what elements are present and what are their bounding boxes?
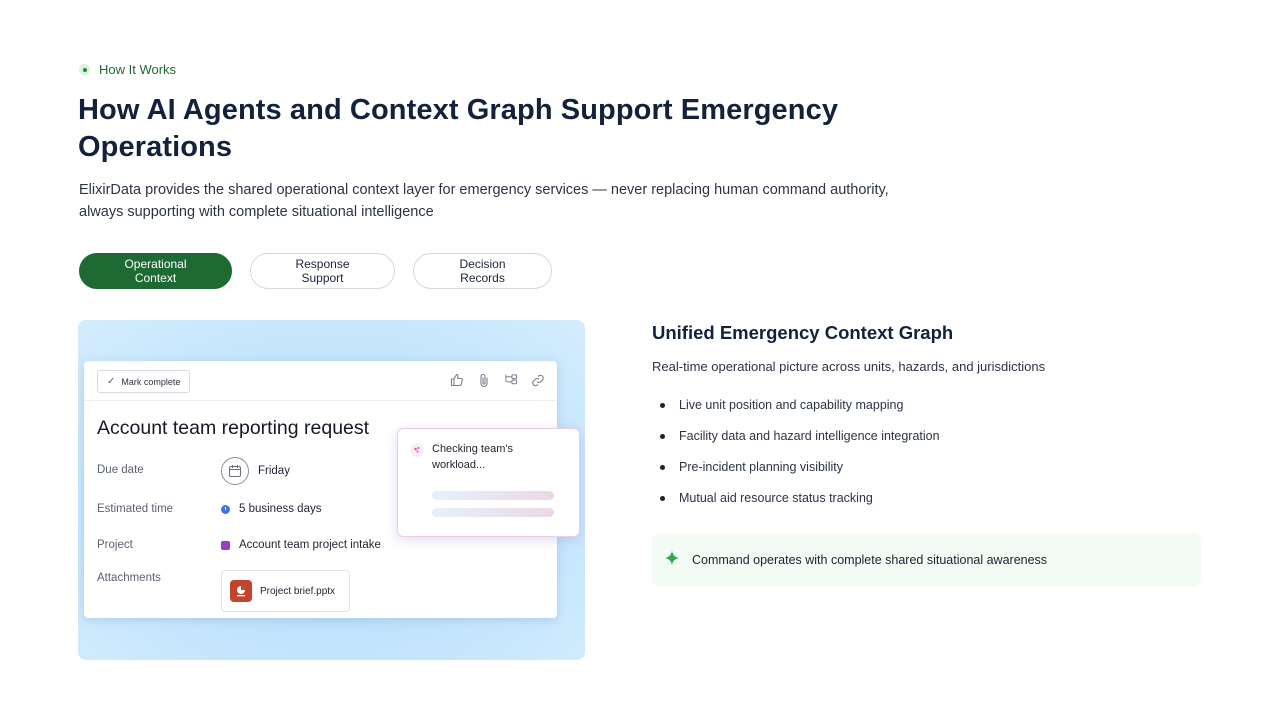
thumbs-up-icon[interactable] <box>450 372 464 388</box>
attachment-file[interactable]: Project brief.pptx <box>221 570 350 612</box>
illustration-panel: ✓ Mark complete Account team reporting r… <box>78 320 585 660</box>
estimated-time-label: Estimated time <box>97 503 174 515</box>
task-title: Account team reporting request <box>97 417 370 439</box>
tab-response-support[interactable]: Response Support <box>250 253 395 289</box>
project-label: Project <box>97 539 133 551</box>
estimated-time-value[interactable]: 5 business days <box>221 503 321 515</box>
estimated-time-text: 5 business days <box>239 503 322 515</box>
bullet-icon <box>660 465 665 470</box>
project-value[interactable]: Account team project intake <box>221 539 381 551</box>
list-item: Live unit position and capability mappin… <box>660 398 940 429</box>
list-item: Mutual aid resource status tracking <box>660 491 940 522</box>
attachment-filename: Project brief.pptx <box>260 585 336 597</box>
bullet-text: Pre-incident planning visibility <box>679 460 843 474</box>
calendar-icon <box>221 457 249 485</box>
link-icon[interactable] <box>531 372 545 388</box>
section-eyebrow: How It Works <box>79 62 176 77</box>
due-date-text: Friday <box>258 465 290 477</box>
detail-title: Unified Emergency Context Graph <box>652 322 954 343</box>
sparkle-icon <box>664 550 680 571</box>
bullet-icon <box>660 403 665 408</box>
bullet-icon <box>660 496 665 501</box>
mark-complete-label: Mark complete <box>121 376 181 387</box>
subtask-icon[interactable] <box>504 372 518 388</box>
toolbar-icons <box>450 372 545 388</box>
outcome-callout: Command operates with complete shared si… <box>652 533 1201 587</box>
loading-skeleton-bar <box>432 491 554 500</box>
bullet-text: Mutual aid resource status tracking <box>679 491 873 505</box>
eyebrow-label: How It Works <box>99 62 177 77</box>
list-item: Facility data and hazard intelligence in… <box>660 429 940 460</box>
ai-workload-popup: Checking team's workload... <box>397 428 580 537</box>
bullet-text: Live unit position and capability mappin… <box>679 398 904 412</box>
detail-subtitle: Real-time operational picture across uni… <box>652 359 1046 374</box>
bullet-text: Facility data and hazard intelligence in… <box>679 429 940 443</box>
paperclip-icon[interactable] <box>477 372 491 388</box>
loading-skeleton-bar <box>432 508 554 517</box>
detail-bullet-list: Live unit position and capability mappin… <box>660 398 940 522</box>
callout-text: Command operates with complete shared si… <box>692 553 1048 567</box>
task-card-toolbar: ✓ Mark complete <box>84 361 557 401</box>
attachments-label: Attachments <box>97 572 161 584</box>
popup-status-text: Checking team's workload... <box>432 443 513 471</box>
ai-sparkle-icon <box>410 443 424 457</box>
powerpoint-icon <box>230 580 252 602</box>
tab-bar: Operational Context Response Support Dec… <box>79 253 552 289</box>
tab-decision-records[interactable]: Decision Records <box>413 253 552 289</box>
tab-operational-context[interactable]: Operational Context <box>79 253 232 289</box>
eyebrow-dot-icon <box>79 64 90 75</box>
project-text: Account team project intake <box>239 539 381 551</box>
section-title: How AI Agents and Context Graph Support … <box>78 94 839 163</box>
due-date-value[interactable]: Friday <box>221 457 290 485</box>
project-color-icon <box>221 540 230 550</box>
check-icon: ✓ <box>107 376 116 387</box>
due-date-label: Due date <box>97 464 144 476</box>
section-subtitle: ElixirData provides the shared operation… <box>79 182 889 220</box>
bullet-icon <box>660 434 665 439</box>
clock-icon <box>221 504 230 514</box>
list-item: Pre-incident planning visibility <box>660 460 940 491</box>
mark-complete-button[interactable]: ✓ Mark complete <box>97 370 191 393</box>
